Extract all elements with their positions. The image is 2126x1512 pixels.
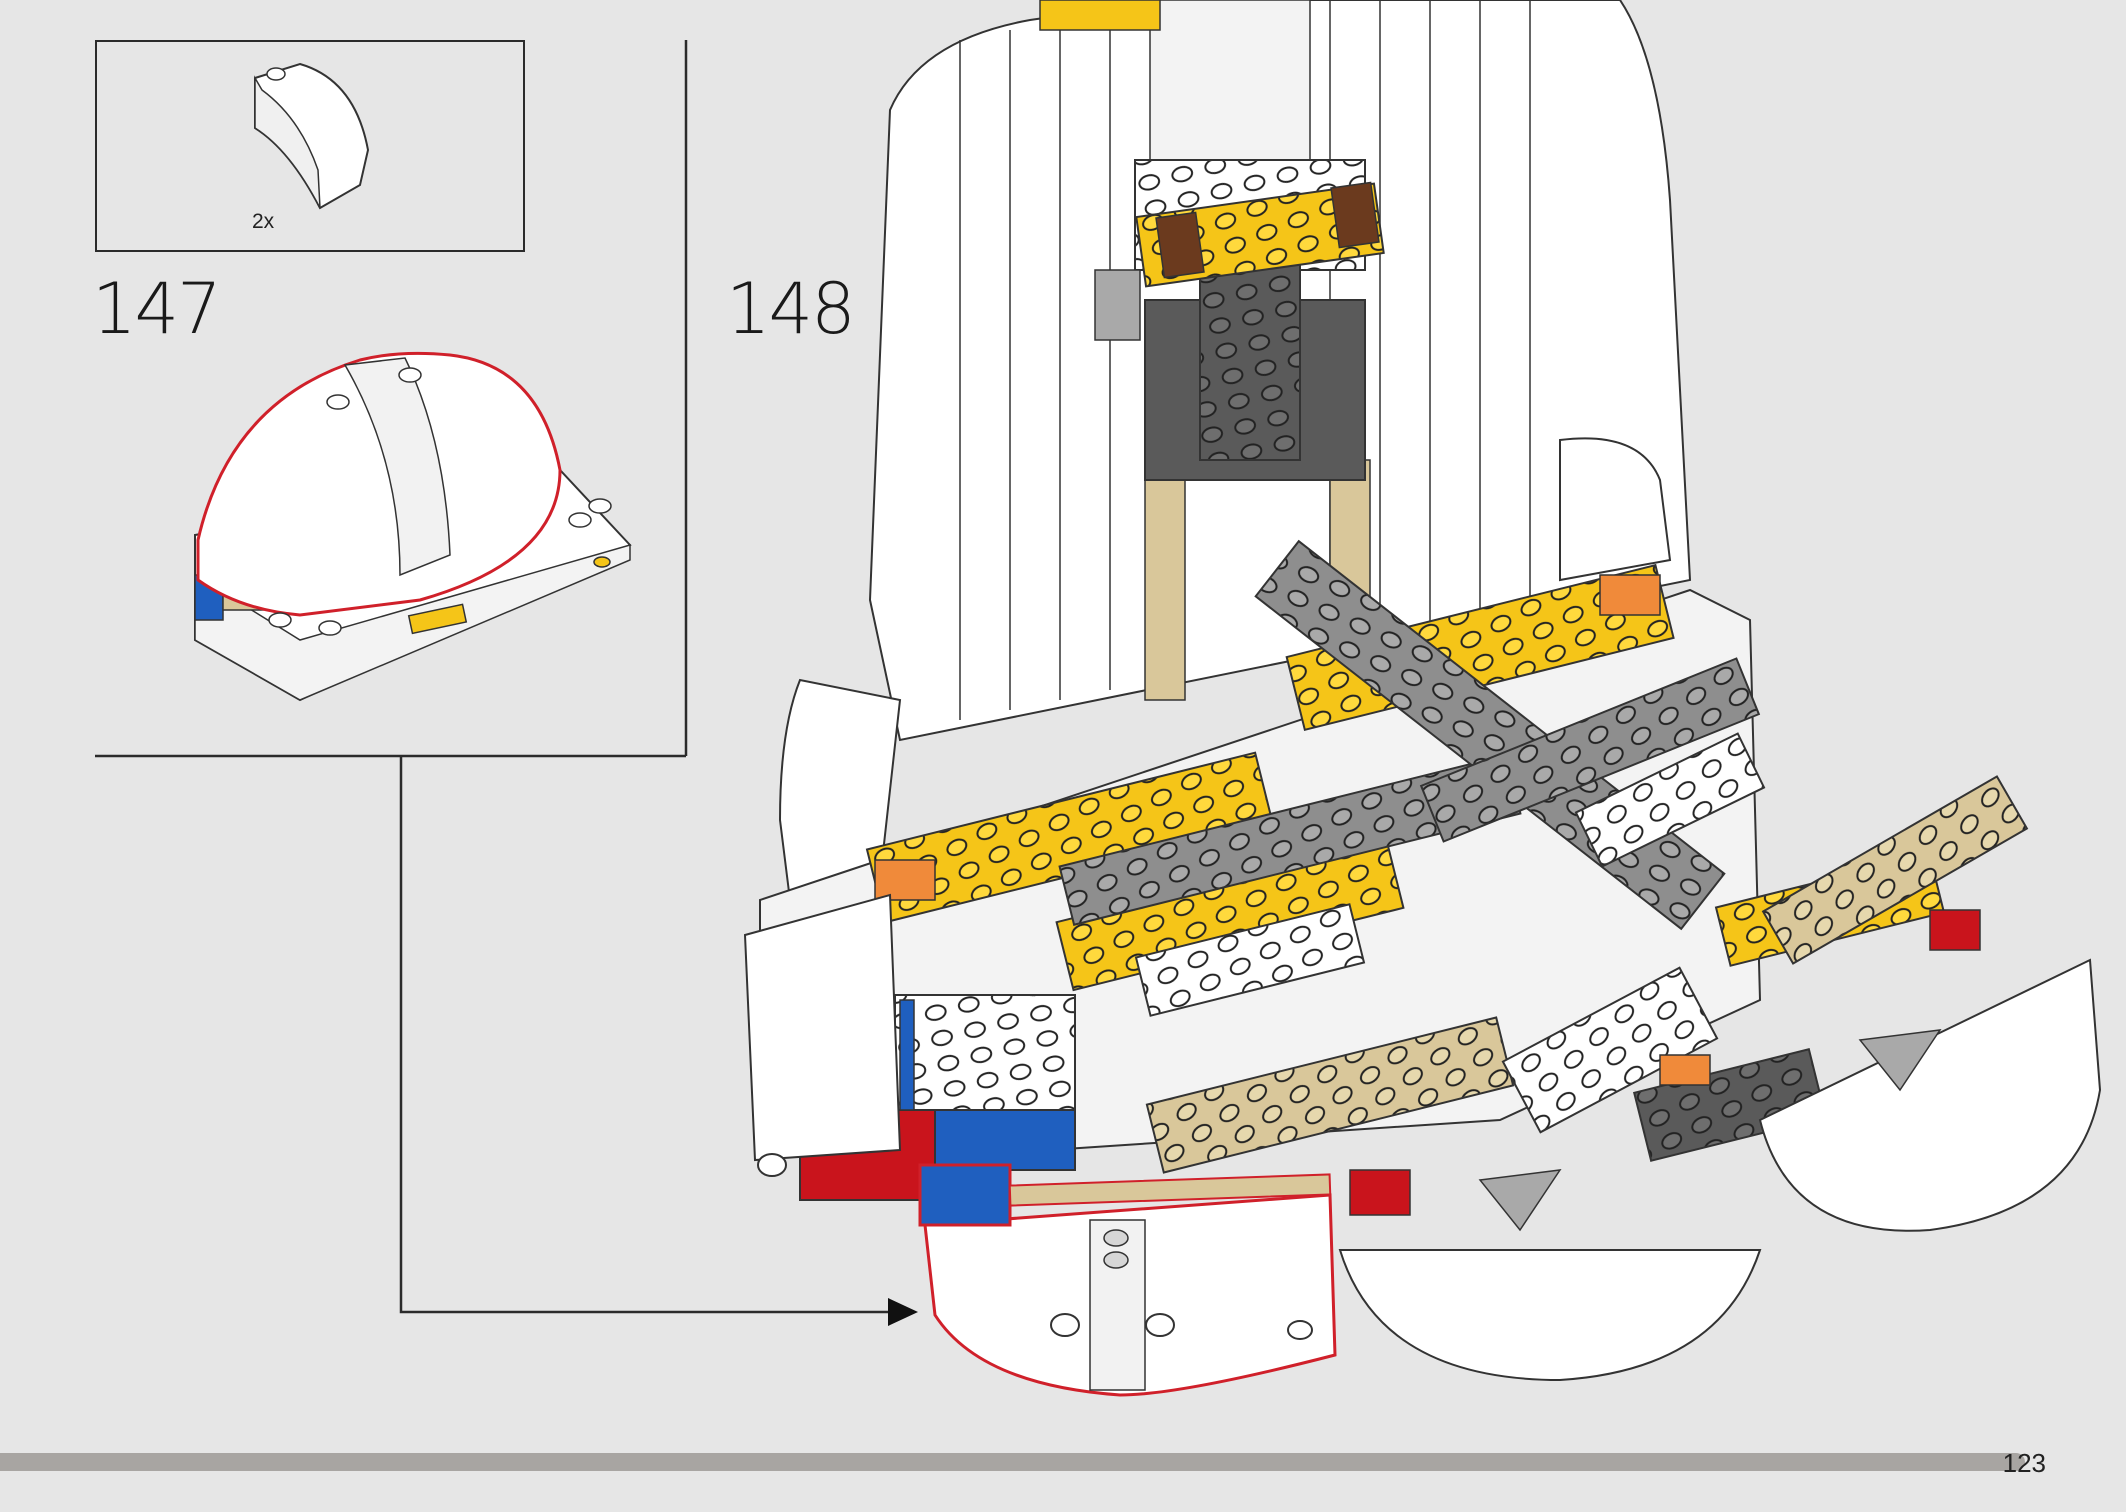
page-number: 123 bbox=[2002, 1448, 2046, 1478]
callout-arrow bbox=[399, 756, 918, 1326]
step-148-model bbox=[743, 0, 2102, 1397]
curved-slope-part bbox=[254, 62, 370, 210]
progress-bar bbox=[0, 1453, 2025, 1471]
step-147-frame bbox=[95, 40, 688, 758]
progress-bar-fill bbox=[0, 1453, 2025, 1471]
step-number-147: 147 bbox=[92, 268, 222, 350]
part-quantity: 2x bbox=[252, 210, 275, 233]
step-number-148: 148 bbox=[726, 268, 856, 350]
parts-callout-box bbox=[95, 40, 525, 252]
step-147-subassembly bbox=[194, 351, 632, 702]
